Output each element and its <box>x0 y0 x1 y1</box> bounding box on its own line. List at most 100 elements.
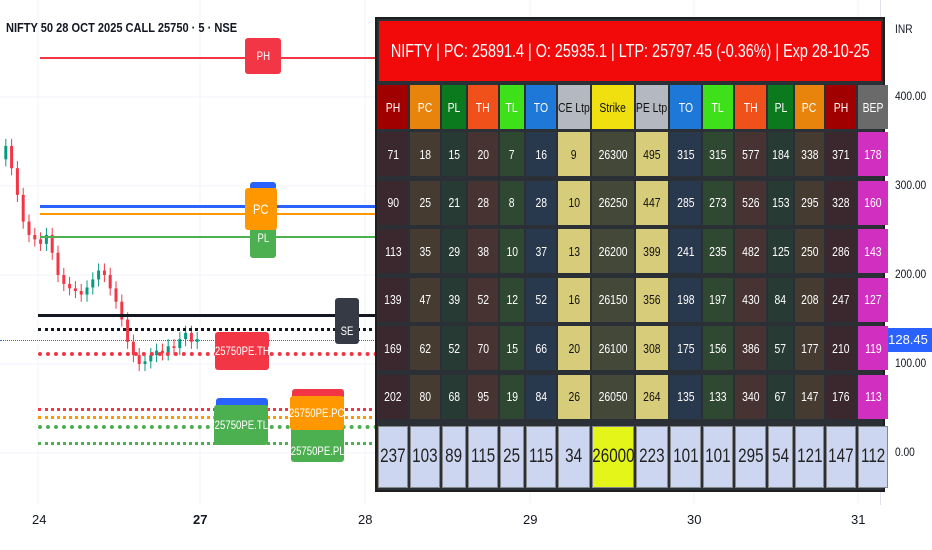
column-header: TO <box>670 85 701 129</box>
candle <box>15 168 19 195</box>
table-cell: 371 <box>826 132 856 176</box>
table-cell: 10 <box>500 229 524 273</box>
table-cell: 84 <box>768 277 793 322</box>
pe-to-tag <box>216 398 268 408</box>
table-cell: 198 <box>670 277 701 322</box>
candle <box>4 145 8 160</box>
table-cell: 19 <box>500 374 524 419</box>
table-cell: 286 <box>826 229 856 273</box>
table-cell: 315 <box>670 132 701 176</box>
table-cell: 125 <box>768 229 793 273</box>
candle <box>160 350 164 354</box>
column-header: TO <box>526 85 556 129</box>
candle <box>68 283 72 289</box>
total-cell: 25 <box>500 426 524 488</box>
column-header: PL <box>442 85 466 129</box>
table-cell: 208 <box>795 277 824 322</box>
table-cell: 84 <box>526 374 556 419</box>
candle <box>56 252 60 275</box>
column-header: Strike <box>592 85 634 129</box>
table-cell: 52 <box>468 277 498 322</box>
table-cell: 13 <box>558 229 590 273</box>
candle <box>108 275 112 289</box>
table-cell: 447 <box>636 180 668 225</box>
candle <box>102 270 106 275</box>
candle <box>39 239 43 244</box>
candle <box>184 332 188 340</box>
table-cell: 197 <box>703 277 733 322</box>
table-cell: 68 <box>442 374 466 419</box>
total-cell: 34 <box>558 426 590 488</box>
table-cell: 177 <box>795 326 824 370</box>
table-cell: 80 <box>410 374 440 419</box>
price-tick: 200.00 <box>895 267 927 281</box>
total-cell: 112 <box>858 426 888 488</box>
candle <box>91 279 95 288</box>
current-price-badge: 128.45 <box>884 328 932 352</box>
total-cell: 295 <box>735 426 766 488</box>
candle <box>178 339 182 348</box>
column-header: PH <box>378 85 408 129</box>
candle <box>33 234 37 240</box>
table-cell: 356 <box>636 277 668 322</box>
candle <box>62 275 66 284</box>
candle <box>131 341 135 356</box>
table-cell: 577 <box>735 132 766 176</box>
total-cell: 237 <box>378 426 408 488</box>
price-tick: 100.00 <box>895 356 927 370</box>
table-cell: 247 <box>826 277 856 322</box>
table-cell: 202 <box>378 374 408 419</box>
total-cell: 115 <box>468 426 498 488</box>
time-tick: 30 <box>687 512 702 527</box>
se-dotted-line <box>38 328 378 331</box>
table-cell: 16 <box>558 277 590 322</box>
table-cell: 26 <box>558 374 590 419</box>
total-cell: 101 <box>703 426 733 488</box>
table-cell: 184 <box>768 132 793 176</box>
candle <box>114 288 118 302</box>
table-cell: 26250 <box>592 180 634 225</box>
column-header: TL <box>500 85 524 129</box>
table-cell: 52 <box>442 326 466 370</box>
table-cell: 495 <box>636 132 668 176</box>
table-cell: 127 <box>858 277 888 322</box>
pe-ph-line <box>38 408 378 411</box>
chart-title: NIFTY 50 28 OCT 2025 CALL 25750 · 5 · NS… <box>6 20 238 35</box>
pe-tl-tag: 25750PE.TL <box>214 405 268 445</box>
pe-pc-line <box>38 416 378 419</box>
table-cell: 35 <box>410 229 440 273</box>
column-header: CE Ltp <box>558 85 590 129</box>
table-cell: 26300 <box>592 132 634 176</box>
table-cell: 10 <box>558 180 590 225</box>
table-cell: 328 <box>826 180 856 225</box>
table-cell: 12 <box>500 277 524 322</box>
table-cell: 139 <box>378 277 408 322</box>
table-cell: 399 <box>636 229 668 273</box>
table-cell: 28 <box>468 180 498 225</box>
table-cell: 133 <box>703 374 733 419</box>
candle <box>10 145 14 169</box>
time-tick: 24 <box>32 512 47 527</box>
table-cell: 28 <box>526 180 556 225</box>
table-cell: 67 <box>768 374 793 419</box>
total-cell: 121 <box>795 426 824 488</box>
candle <box>21 194 25 222</box>
table-cell: 25 <box>410 180 440 225</box>
table-cell: 160 <box>858 180 888 225</box>
price-tick: 400.00 <box>895 89 927 103</box>
total-cell: 89 <box>442 426 466 488</box>
table-cell: 47 <box>410 277 440 322</box>
table-cell: 26100 <box>592 326 634 370</box>
table-cell: 15 <box>442 132 466 176</box>
table-cell: 39 <box>442 277 466 322</box>
column-header: PH <box>826 85 856 129</box>
table-cell: 71 <box>378 132 408 176</box>
to-line <box>40 205 380 208</box>
price-tick: 300.00 <box>895 178 927 192</box>
candle <box>120 301 124 320</box>
table-cell: 169 <box>378 326 408 370</box>
table-cell: 295 <box>795 180 824 225</box>
